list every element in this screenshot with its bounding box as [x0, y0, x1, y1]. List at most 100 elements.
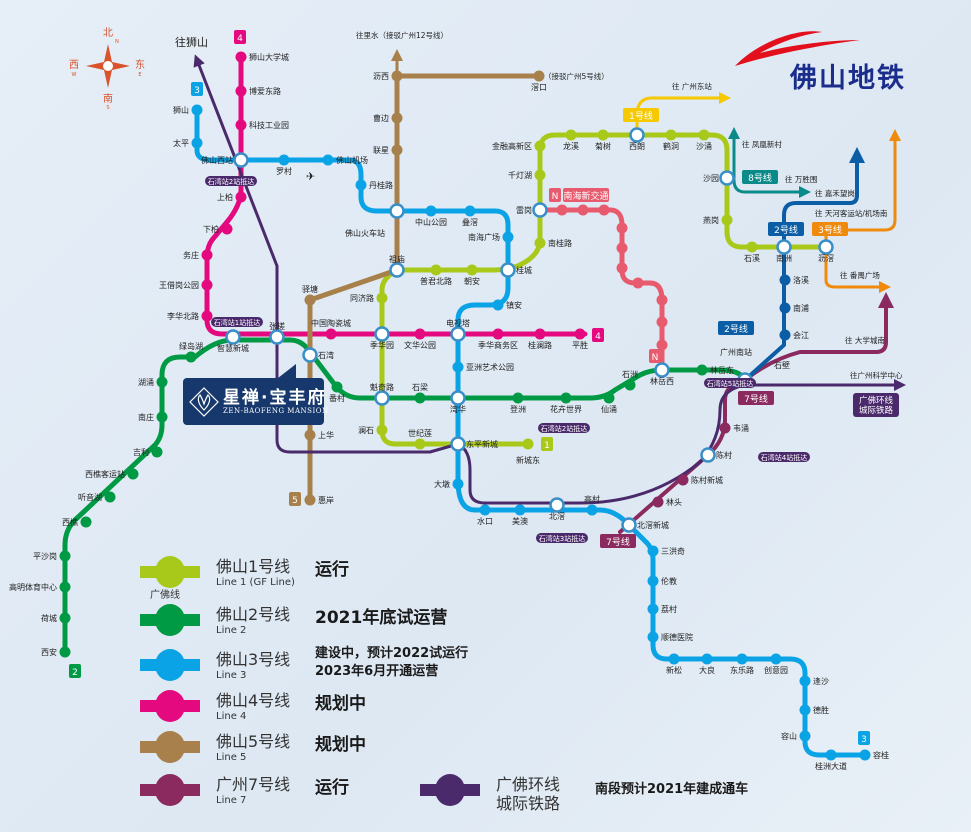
promo-banner[interactable]: 星禅·宝丰府 ZEN-BAOFENG MANSION — [183, 378, 328, 425]
station-dot[interactable] — [556, 204, 568, 216]
station-dot[interactable] — [668, 653, 680, 665]
interchange-station[interactable] — [374, 326, 390, 342]
interchange-station[interactable] — [654, 362, 670, 378]
station-dot[interactable] — [647, 545, 659, 557]
station-dot[interactable] — [825, 749, 837, 761]
interchange-station[interactable] — [450, 326, 466, 342]
station-dot[interactable] — [632, 277, 644, 289]
station-dot[interactable] — [624, 379, 636, 391]
station-dot[interactable] — [414, 328, 426, 340]
interchange-station[interactable] — [719, 170, 735, 186]
station-dot[interactable] — [574, 328, 586, 340]
interchange-station[interactable] — [374, 390, 390, 406]
station-dot[interactable] — [104, 491, 116, 503]
interchange-station[interactable] — [549, 497, 565, 513]
station-dot[interactable] — [565, 129, 577, 141]
interchange-station[interactable] — [776, 239, 792, 255]
station-dot[interactable] — [391, 112, 403, 124]
station-dot[interactable] — [603, 392, 615, 404]
station-dot[interactable] — [235, 85, 247, 97]
station-dot[interactable] — [127, 468, 139, 480]
interchange-station[interactable] — [389, 203, 405, 219]
station-dot[interactable] — [466, 264, 478, 276]
station-dot[interactable] — [512, 392, 524, 404]
station-dot[interactable] — [598, 204, 610, 216]
station-dot[interactable] — [201, 310, 213, 322]
station-dot[interactable] — [736, 653, 748, 665]
station-dot[interactable] — [577, 204, 589, 216]
station-dot[interactable] — [430, 264, 442, 276]
station-dot[interactable] — [414, 392, 426, 404]
station-dot[interactable] — [191, 104, 203, 116]
station-dot[interactable] — [376, 292, 388, 304]
station-dot[interactable] — [652, 496, 664, 508]
station-dot[interactable] — [191, 137, 203, 149]
station-dot[interactable] — [391, 70, 403, 82]
station-dot[interactable] — [59, 581, 71, 593]
interchange-station[interactable] — [225, 329, 241, 345]
station-dot[interactable] — [514, 504, 526, 516]
station-dot[interactable] — [770, 653, 782, 665]
station-dot[interactable] — [304, 494, 316, 506]
station-dot[interactable] — [616, 242, 628, 254]
station-dot[interactable] — [414, 438, 426, 450]
station-dot[interactable] — [677, 474, 689, 486]
station-dot[interactable] — [355, 179, 367, 191]
station-dot[interactable] — [616, 262, 628, 274]
station-dot[interactable] — [746, 241, 758, 253]
station-dot[interactable] — [235, 119, 247, 131]
station-dot[interactable] — [656, 339, 668, 351]
station-dot[interactable] — [534, 169, 546, 181]
station-dot[interactable] — [304, 429, 316, 441]
station-dot[interactable] — [391, 144, 403, 156]
interchange-station[interactable] — [532, 202, 548, 218]
station-dot[interactable] — [719, 422, 731, 434]
station-dot[interactable] — [534, 237, 546, 249]
station-dot[interactable] — [278, 154, 290, 166]
interchange-station[interactable] — [233, 152, 249, 168]
station-dot[interactable] — [304, 294, 316, 306]
station-dot[interactable] — [656, 294, 668, 306]
station-dot[interactable] — [325, 328, 337, 340]
interchange-station[interactable] — [302, 347, 318, 363]
interchange-station[interactable] — [629, 127, 645, 143]
station-dot[interactable] — [235, 51, 247, 63]
station-dot[interactable] — [464, 205, 476, 217]
station-dot[interactable] — [452, 361, 464, 373]
station-dot[interactable] — [779, 329, 791, 341]
station-dot[interactable] — [479, 504, 491, 516]
station-dot[interactable] — [59, 550, 71, 562]
station-dot[interactable] — [59, 646, 71, 658]
station-dot[interactable] — [376, 424, 388, 436]
station-dot[interactable] — [586, 504, 598, 516]
station-dot[interactable] — [235, 191, 247, 203]
interchange-station[interactable] — [818, 239, 834, 255]
station-dot[interactable] — [647, 603, 659, 615]
station-dot[interactable] — [59, 612, 71, 624]
station-dot[interactable] — [322, 154, 334, 166]
station-dot[interactable] — [534, 328, 546, 340]
interchange-station[interactable] — [389, 262, 405, 278]
interchange-station[interactable] — [621, 517, 637, 533]
station-dot[interactable] — [701, 653, 713, 665]
station-dot[interactable] — [799, 730, 811, 742]
station-dot[interactable] — [502, 231, 514, 243]
station-dot[interactable] — [799, 704, 811, 716]
station-dot[interactable] — [534, 140, 546, 152]
station-dot[interactable] — [647, 575, 659, 587]
station-dot[interactable] — [492, 299, 504, 311]
station-dot[interactable] — [522, 438, 534, 450]
station-dot[interactable] — [647, 631, 659, 643]
station-dot[interactable] — [201, 279, 213, 291]
station-dot[interactable] — [533, 70, 545, 82]
station-dot[interactable] — [779, 274, 791, 286]
station-dot[interactable] — [597, 129, 609, 141]
station-dot[interactable] — [331, 381, 343, 393]
station-dot[interactable] — [721, 214, 733, 226]
station-dot[interactable] — [201, 249, 213, 261]
station-dot[interactable] — [492, 328, 504, 340]
station-dot[interactable] — [656, 316, 668, 328]
interchange-station[interactable] — [700, 447, 716, 463]
station-dot[interactable] — [425, 205, 437, 217]
interchange-station[interactable] — [500, 262, 516, 278]
